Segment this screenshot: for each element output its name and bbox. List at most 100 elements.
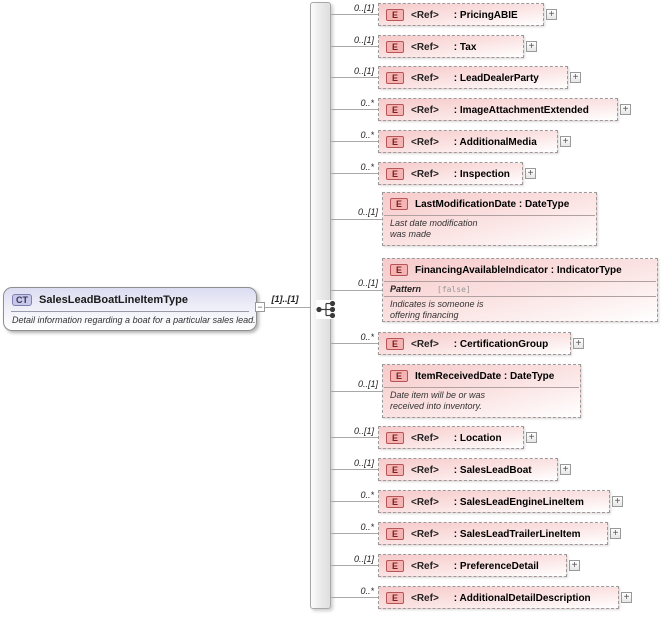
cardinality-label: 0..[1] — [357, 207, 378, 217]
element-box-imageattachmentextended[interactable]: E<Ref>: ImageAttachmentExtended — [378, 98, 618, 121]
expand-icon[interactable]: + — [612, 496, 623, 507]
cardinality-label: 0..[1] — [353, 426, 374, 436]
element-separator — [384, 215, 595, 216]
expand-icon[interactable]: + — [569, 560, 580, 571]
element-box-inspection[interactable]: E<Ref>: Inspection — [378, 162, 523, 185]
root-complextype-box[interactable]: CT SalesLeadBoatLineItemType Detail info… — [3, 287, 257, 331]
expand-icon[interactable]: + — [526, 432, 537, 443]
element-ref-label: <Ref> — [411, 72, 439, 84]
complextype-badge-icon: CT — [12, 294, 32, 306]
element-ref-label: <Ref> — [411, 136, 439, 148]
expand-icon[interactable]: + — [546, 9, 557, 20]
element-box-location[interactable]: E<Ref>: Location — [378, 426, 524, 449]
element-badge-icon: E — [386, 136, 404, 148]
element-badge-icon: E — [386, 528, 404, 540]
element-ref-label: <Ref> — [411, 592, 439, 604]
element-box-preferencedetail[interactable]: E <Ref> : PreferenceDetail — [378, 554, 567, 577]
connector-line — [331, 501, 378, 502]
connector-line — [331, 290, 382, 291]
element-type-label: : PreferenceDetail — [453, 560, 539, 572]
connector-line — [331, 597, 378, 598]
element-box-pricingabie[interactable]: E<Ref>: PricingABIE — [378, 3, 544, 26]
element-box-salesleadboat[interactable]: E<Ref>: SalesLeadBoat — [378, 458, 558, 481]
element-badge-icon: E — [386, 338, 404, 350]
element-badge-icon: E — [386, 592, 404, 604]
element-ref-label: <Ref> — [411, 528, 439, 540]
element-badge-icon: E — [386, 41, 404, 53]
connector-line — [331, 141, 378, 142]
expand-icon[interactable]: + — [570, 72, 581, 83]
element-badge-icon: E — [386, 9, 404, 21]
expand-icon[interactable]: + — [525, 168, 536, 179]
element-type-label: : AdditionalDetailDescription — [453, 592, 591, 604]
expand-icon[interactable]: + — [560, 464, 571, 475]
connector-line — [331, 391, 382, 392]
expand-icon[interactable]: + — [573, 338, 584, 349]
root-annotation: Detail information regarding a boat for … — [12, 315, 256, 325]
facet-name-label: Pattern — [390, 284, 422, 294]
expand-icon[interactable]: + — [621, 592, 632, 603]
connector-line — [331, 46, 378, 47]
element-ref-label: <Ref> — [411, 496, 439, 508]
cardinality-label: 0..* — [360, 162, 374, 172]
element-name-label: LastModificationDate : DateType — [415, 198, 570, 210]
connector-line — [331, 109, 378, 110]
connector-line — [331, 77, 378, 78]
connector-line — [331, 343, 378, 344]
cardinality-label: 0..* — [360, 490, 374, 500]
element-badge-icon: E — [386, 432, 404, 444]
cardinality-label: 0..* — [360, 130, 374, 140]
connector-line — [331, 14, 378, 15]
facet-value-label: [false] — [437, 284, 471, 294]
element-badge-icon: E — [390, 198, 408, 210]
element-box-tax[interactable]: E <Ref> : Tax — [378, 35, 524, 58]
element-badge-icon: E — [386, 104, 404, 116]
cardinality-label: 0..* — [360, 98, 374, 108]
element-type-label: : Location — [453, 432, 502, 444]
sequence-icon — [316, 300, 338, 319]
element-ref-label: <Ref> — [411, 338, 439, 350]
connector-line — [331, 173, 378, 174]
element-box-additionalmedia[interactable]: E<Ref>: AdditionalMedia — [378, 130, 558, 153]
root-separator — [11, 311, 249, 312]
element-type-label: : Tax — [453, 41, 477, 53]
root-connector-line — [265, 307, 318, 308]
element-separator — [384, 296, 656, 297]
cardinality-label: 0..[1] — [353, 458, 374, 468]
connector-line — [331, 533, 378, 534]
expand-icon[interactable]: + — [560, 136, 571, 147]
cardinality-label: 0..[1] — [353, 66, 374, 76]
cardinality-label: 0..* — [360, 522, 374, 532]
cardinality-label: 0..[1] — [357, 379, 378, 389]
cardinality-label: 0..* — [360, 586, 374, 596]
element-badge-icon: E — [390, 370, 408, 382]
element-ref-label: <Ref> — [411, 41, 439, 53]
expand-icon[interactable]: + — [526, 41, 537, 52]
element-box-lastmodificationdate[interactable]: E LastModificationDate : DateType Last da… — [382, 192, 597, 246]
collapse-icon[interactable]: − — [255, 302, 265, 312]
element-box-certificationgroup[interactable]: E<Ref>: CertificationGroup — [378, 332, 571, 355]
expand-icon[interactable]: + — [610, 528, 621, 539]
cardinality-label: 0..[1] — [357, 278, 378, 288]
element-type-label: : LeadDealerParty — [453, 72, 539, 84]
element-badge-icon: E — [386, 560, 404, 572]
element-box-salesleadenginelineitem[interactable]: E<Ref>: SalesLeadEngineLineItem — [378, 490, 610, 513]
element-type-label: : Inspection — [453, 168, 510, 180]
connector-line — [331, 437, 378, 438]
element-ref-label: <Ref> — [411, 560, 439, 572]
connector-line — [331, 565, 378, 566]
element-box-leaddealerparty[interactable]: E<Ref>: LeadDealerParty — [378, 66, 568, 89]
element-type-label: : SalesLeadTrailerLineItem — [453, 528, 581, 540]
element-box-additionaldetaildescription[interactable]: E <Ref> : AdditionalDetailDescription — [378, 586, 619, 609]
cardinality-label: 0..[1] — [353, 554, 374, 564]
cardinality-label: 0..* — [360, 332, 374, 342]
expand-icon[interactable]: + — [620, 104, 631, 115]
connector-line — [331, 469, 378, 470]
element-box-salesleadtrailerlineitem[interactable]: E <Ref> : SalesLeadTrailerLineItem — [378, 522, 608, 545]
element-name-label: FinancingAvailableIndicator : IndicatorT… — [415, 264, 622, 276]
